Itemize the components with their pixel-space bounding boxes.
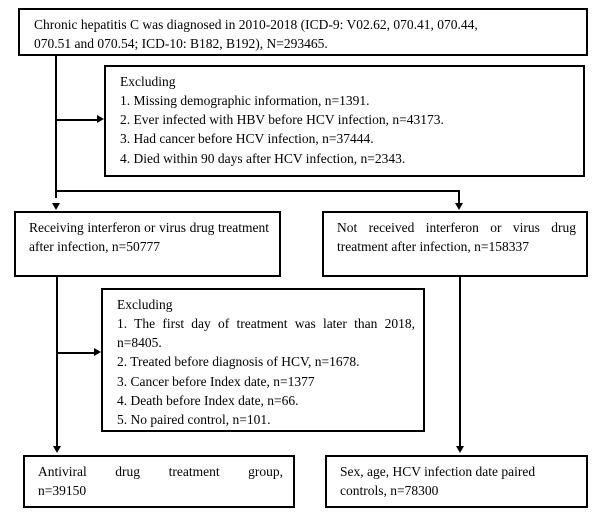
first-exclusion-item-1: 1. Missing demographic information, n=13… (120, 93, 370, 109)
paired-controls-box: Sex, age, HCV infection date paired cont… (325, 455, 588, 508)
antiviral-group-line-2: n=39150 (38, 483, 87, 499)
second-exclusion-item-4: 4. Death before Index date, n=66. (117, 392, 299, 408)
treated-group-box: Receiving interferon or virus drug treat… (14, 211, 281, 277)
second-exclusion-item-1: 1. The first day of treatment was later … (117, 316, 415, 351)
arrowhead-to-paired-controls (455, 446, 464, 453)
arrowhead-to-exclusion-1 (97, 115, 104, 123)
first-exclusion-item-2: 2. Ever infected with HBV before HCV inf… (120, 112, 444, 128)
connector-split-to-untreated (55, 190, 460, 192)
untreated-group-text: Not received interferon or virus drug tr… (337, 220, 576, 255)
connector-to-exclusion-1 (55, 119, 97, 121)
source-cohort-box: Chronic hepatitis C was diagnosed in 201… (18, 8, 588, 56)
first-exclusion-box: Excluding 1. Missing demographic informa… (104, 65, 585, 177)
connector-treated-trunk (56, 277, 58, 448)
second-exclusion-box: Excluding 1. The first day of treatment … (101, 288, 425, 432)
connector-untreated-trunk (459, 277, 461, 448)
connector-source-trunk (55, 55, 57, 198)
paired-controls-line-1: Sex, age, HCV infection date paired (340, 464, 536, 479)
arrowhead-to-antiviral (52, 446, 61, 453)
second-exclusion-heading: Excluding (117, 297, 173, 312)
treated-group-text: Receiving interferon or virus drug treat… (29, 220, 269, 255)
untreated-group-box: Not received interferon or virus drug tr… (322, 211, 588, 277)
first-exclusion-item-4: 4. Died within 90 days after HCV infecti… (120, 150, 406, 166)
first-exclusion-item-3: 3. Had cancer before HCV infection, n=37… (120, 131, 374, 147)
connector-untreated-drop (458, 190, 460, 204)
arrowhead-to-exclusion-2 (94, 348, 101, 356)
connector-to-exclusion-2 (56, 352, 94, 354)
paired-controls-line-2: controls, n=78300 (340, 483, 439, 499)
antiviral-group-line-1: Antiviral drug treatment group, (38, 464, 283, 479)
second-exclusion-item-5: 5. No paired control, n=101. (117, 411, 271, 427)
source-cohort-line-1: Chronic hepatitis C was diagnosed in 201… (34, 17, 478, 32)
arrowhead-to-treated (51, 203, 60, 210)
antiviral-group-box: Antiviral drug treatment group, n=39150 (23, 455, 295, 508)
first-exclusion-heading: Excluding (120, 74, 176, 89)
second-exclusion-item-2: 2. Treated before diagnosis of HCV, n=16… (117, 354, 360, 370)
arrowhead-to-untreated (454, 203, 463, 210)
second-exclusion-item-3: 3. Cancer before Index date, n=1377 (117, 373, 315, 389)
source-cohort-line-2: 070.51 and 070.54; ICD-10: B182, B192), … (34, 36, 328, 52)
